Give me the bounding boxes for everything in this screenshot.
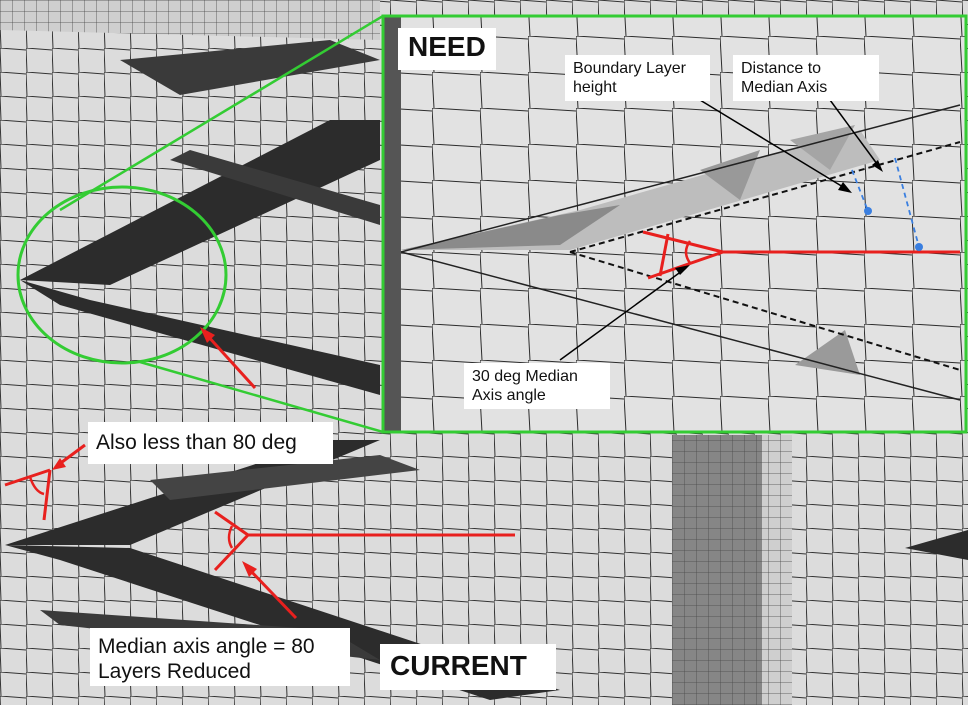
inset-angle-arc	[684, 240, 692, 264]
inset-upper-band	[401, 130, 880, 250]
top-boundary-layers	[0, 0, 380, 40]
arrow-left-shaft	[57, 443, 86, 467]
current-angle-leg-1	[214, 510, 249, 537]
arrow-upper-head	[200, 327, 215, 343]
arrow-left-head	[52, 458, 66, 470]
callout-arrow-dist	[829, 99, 881, 169]
arrow-upper-shaft	[204, 332, 257, 390]
current-angle-arc	[227, 525, 234, 549]
current-label: CURRENT	[380, 644, 556, 690]
distance-median-label: Distance to Median Axis	[733, 55, 879, 101]
inset-angle-tick	[658, 233, 670, 277]
measure-dot-1	[864, 207, 872, 215]
callout-arrow-dist-head	[872, 160, 883, 172]
zoom-line-top	[59, 14, 384, 212]
inset-left-edge	[383, 16, 401, 432]
boundary-layer-label: Boundary Layer height	[565, 55, 710, 101]
left-angle-line-2	[42, 469, 52, 521]
inset-edge-upper	[400, 104, 961, 253]
upper-wedge-4	[170, 150, 380, 225]
upper-wedge-2	[20, 280, 380, 395]
inset-tri-3	[795, 330, 860, 375]
inset-upper-dark	[401, 205, 620, 250]
median-80-label: Median axis angle = 80 Layers Reduced	[90, 628, 350, 686]
highlight-circle	[16, 185, 228, 365]
callout-arrow-30-head	[675, 265, 690, 275]
arrow-lower-shaft	[246, 566, 298, 620]
inset-dash-upper	[569, 141, 961, 253]
inset-angle-leg-1	[642, 230, 724, 254]
measure-dot-2	[915, 243, 923, 251]
callout-arrow-bl	[699, 99, 849, 191]
callout-arrow-30	[559, 267, 687, 361]
left-angle-arc	[28, 476, 45, 496]
median-80-line2: Layers Reduced	[98, 660, 251, 684]
median-80-line1: Median axis angle = 80	[98, 635, 315, 658]
measure-dash-1	[851, 169, 869, 212]
measure-dash-2	[894, 157, 920, 248]
upper-wedge-1	[20, 120, 380, 285]
inset-edge-lower	[400, 251, 961, 401]
current-angle-leg-2	[213, 533, 250, 572]
need-label: NEED	[398, 28, 496, 70]
zoom-line-bottom	[139, 360, 384, 434]
dense-mesh-column-dark	[672, 435, 762, 705]
arrow-lower-head	[242, 561, 257, 577]
also-less-label: Also less than 80 deg	[88, 422, 333, 464]
left-angle-line-1	[4, 468, 51, 487]
inset-tri-1	[700, 150, 760, 200]
right-edge-wedge	[905, 530, 968, 560]
median-30-label: 30 deg Median Axis angle	[464, 363, 610, 409]
lower-wedge-3	[150, 455, 420, 500]
callout-arrow-bl-head	[838, 182, 852, 193]
inset-dash-lower	[569, 251, 961, 371]
inset-border	[381, 14, 968, 434]
upper-wedge-3	[120, 40, 380, 95]
